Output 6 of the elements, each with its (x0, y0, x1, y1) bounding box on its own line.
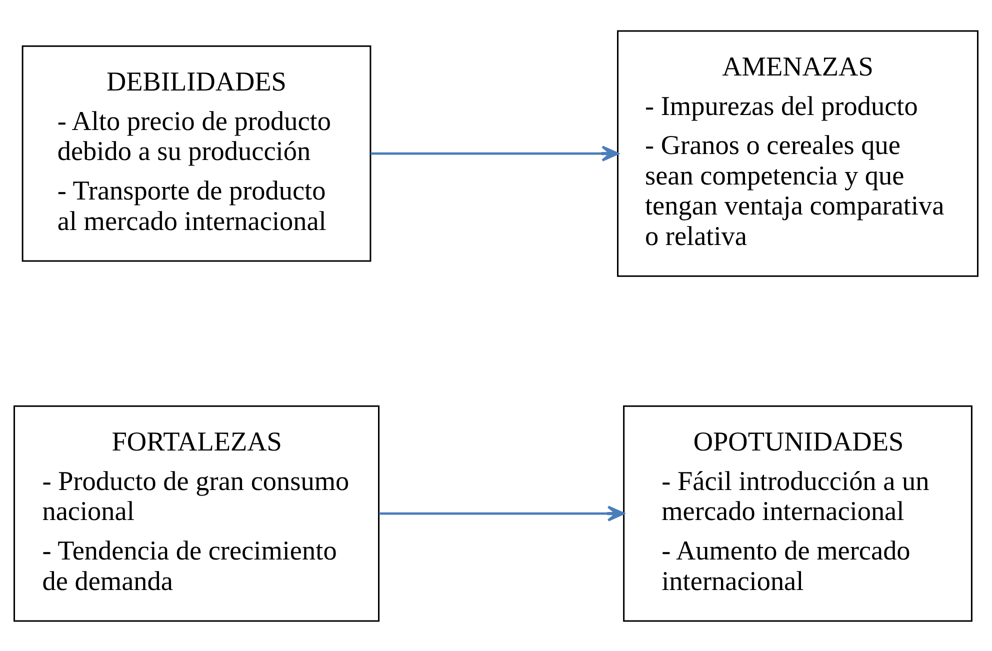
node-box: DEBILIDADES - Alto precio de producto debido a su producción - Transporte de producto al mercado internacional (22, 44, 372, 262)
node-box: AMENAZAS - Impurezas del producto - Granos o cereales que sean competencia y que tengan ventaja comparativa o relativa (617, 30, 978, 276)
arrow (370, 145, 619, 161)
node-box: OPOTUNIDADES - Fácil introducción a un mercado internacional - Aumento de mercado internacional (623, 404, 972, 622)
arrow (379, 505, 625, 521)
node-box: FORTALEZAS - Producto de gran consumo nacional - Tendencia de crecimiento de demanda (14, 404, 380, 622)
